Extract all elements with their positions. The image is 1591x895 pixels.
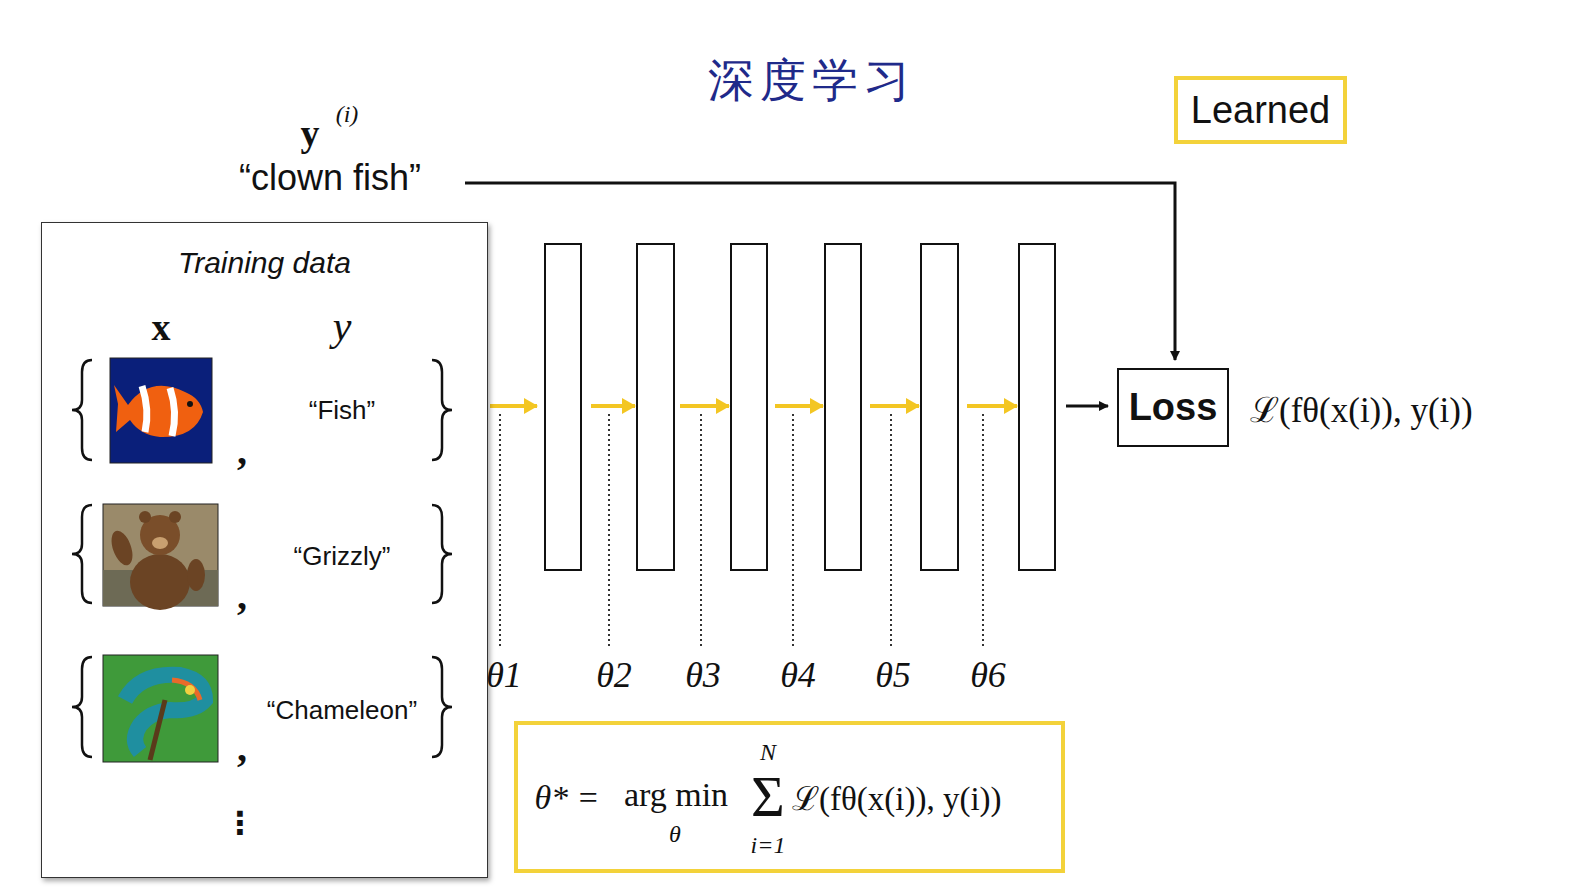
- label-text: y: [333, 302, 352, 350]
- node-text: Σ: [751, 763, 785, 830]
- diagram-title: 深度学习: [708, 50, 916, 112]
- label-text: “Fish”: [309, 395, 375, 426]
- label-text: x: [152, 305, 171, 349]
- label-text: θ5: [875, 654, 911, 696]
- output-arrow: [1066, 405, 1108, 408]
- node-text: Loss: [1129, 386, 1218, 429]
- label-text: θ3: [685, 654, 721, 696]
- label-text: ⋮: [224, 804, 256, 842]
- label-text: (i): [336, 101, 359, 128]
- label-text: ℒ(fθ(x(i)), y(i)): [1250, 385, 1473, 432]
- label-text: “clown fish”: [239, 157, 421, 199]
- node-text: i=1: [751, 832, 786, 859]
- layers: [545, 244, 1055, 570]
- learned-box: Learned: [1174, 76, 1347, 144]
- objective-box: θ* = arg min θ NΣi=1ℒ(fθ(x(i)), y(i)): [514, 721, 1065, 873]
- label-text: “Grizzly”: [294, 541, 391, 572]
- label-text: θ4: [780, 654, 816, 696]
- label-text: θ6: [970, 654, 1006, 696]
- braces: [72, 360, 452, 757]
- node-text: N: [760, 739, 776, 766]
- node-text: Learned: [1191, 89, 1330, 132]
- label-text: ,: [237, 724, 247, 771]
- label-text: ,: [237, 427, 247, 474]
- grizzly-image: [103, 504, 218, 610]
- node-text: θ: [669, 821, 681, 848]
- label-text: θ2: [596, 654, 632, 696]
- yellow-arrows: [490, 404, 1017, 408]
- label-text: y: [301, 111, 320, 155]
- training-data-panel: Training data: [41, 222, 488, 878]
- node-text: Training data: [178, 246, 351, 280]
- label-text: θ1: [486, 654, 522, 696]
- dotted-leaders: [500, 414, 983, 648]
- node-text: arg min: [624, 776, 728, 814]
- node-text: ℒ(fθ(x(i)), y(i)): [792, 775, 1002, 820]
- node-text: θ* =: [534, 779, 599, 817]
- loss-box: Loss: [1117, 368, 1229, 447]
- clownfish-image: [110, 358, 212, 463]
- label-text: ,: [237, 572, 247, 619]
- chameleon-image: [103, 655, 218, 762]
- label-text: “Chameleon”: [267, 695, 417, 726]
